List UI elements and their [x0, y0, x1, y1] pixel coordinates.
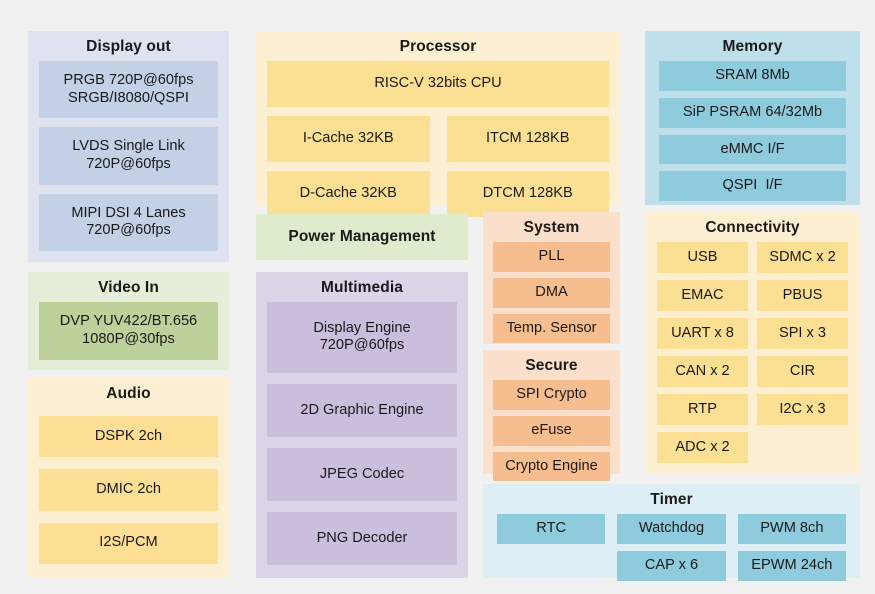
chip-dmic[interactable]: DMIC 2ch [39, 469, 218, 511]
panel-connectivity: Connectivity USB SDMC x 2 EMAC PBUS UART… [645, 212, 860, 474]
panel-title-audio: Audio [106, 385, 151, 402]
chip-i2s-pcm[interactable]: I2S/PCM [39, 522, 218, 564]
chip-watchdog[interactable]: Watchdog [617, 514, 726, 544]
panel-system: System PLL DMA Temp. Sensor [483, 212, 620, 344]
panel-memory: Memory SRAM 8Mb SiP PSRAM 64/32Mb eMMC I… [645, 31, 860, 205]
chip-dtcm[interactable]: DTCM 128KB [446, 171, 609, 218]
panel-title-video-in: Video In [98, 279, 159, 296]
chip-emac[interactable]: EMAC [657, 280, 748, 312]
chip-dcache[interactable]: D-Cache 32KB [267, 171, 430, 218]
panel-secure: Secure SPI Crypto eFuse Crypto Engine [483, 350, 620, 482]
chip-dvp[interactable]: DVP YUV422/BT.656 1080P@30fps [39, 302, 218, 360]
panel-audio: Audio DSPK 2ch DMIC 2ch I2S/PCM [28, 378, 229, 578]
panel-title-connectivity: Connectivity [705, 219, 800, 236]
chip-sram[interactable]: SRAM 8Mb [659, 61, 846, 91]
chip-emmc-if[interactable]: eMMC I/F [659, 134, 846, 165]
chip-dma[interactable]: DMA [493, 277, 610, 308]
panel-processor: Processor RISC-V 32bits CPU I-Cache 32KB… [256, 31, 620, 218]
chip-epwm[interactable]: EPWM 24ch [737, 550, 846, 581]
panel-title-power-management: Power Management [288, 228, 436, 246]
chip-pbus[interactable]: PBUS [757, 280, 848, 312]
panel-title-memory: Memory [722, 38, 783, 55]
panel-power-management: Power Management [256, 214, 468, 260]
chip-cir[interactable]: CIR [757, 356, 848, 387]
processor-cpu-row: RISC-V 32bits CPU [267, 61, 609, 108]
chip-qspi-if[interactable]: QSPI I/F [659, 171, 846, 202]
chip-spi-crypto[interactable]: SPI Crypto [493, 380, 610, 410]
chip-crypto-engine[interactable]: Crypto Engine [493, 451, 610, 482]
chip-can[interactable]: CAN x 2 [657, 356, 748, 387]
chip-dspk[interactable]: DSPK 2ch [39, 416, 218, 458]
chip-display-engine[interactable]: Display Engine 720P@60fps [267, 302, 457, 373]
chip-temp-sensor[interactable]: Temp. Sensor [493, 313, 610, 344]
chip-icache[interactable]: I-Cache 32KB [267, 116, 430, 163]
chip-2d-graphic-engine[interactable]: 2D Graphic Engine [267, 383, 457, 437]
chip-mipi-dsi[interactable]: MIPI DSI 4 Lanes 720P@60fps [39, 193, 218, 251]
panel-multimedia: Multimedia Display Engine 720P@60fps 2D … [256, 272, 468, 578]
chip-spi[interactable]: SPI x 3 [757, 318, 848, 349]
chip-riscv-cpu[interactable]: RISC-V 32bits CPU [267, 61, 609, 108]
chip-sdmc[interactable]: SDMC x 2 [757, 242, 848, 274]
processor-cache-grid: I-Cache 32KB ITCM 128KB D-Cache 32KB DTC… [267, 116, 609, 218]
chip-png-decoder[interactable]: PNG Decoder [267, 511, 457, 566]
panel-display-out: Display out PRGB 720P@60fps SRGB/I8080/Q… [28, 31, 229, 262]
chip-usb[interactable]: USB [657, 242, 748, 274]
chip-cap[interactable]: CAP x 6 [617, 550, 726, 581]
panel-title-system: System [523, 219, 580, 236]
chip-lvds[interactable]: LVDS Single Link 720P@60fps [39, 127, 218, 185]
chip-i2c[interactable]: I2C x 3 [757, 394, 848, 425]
chip-prgb[interactable]: PRGB 720P@60fps SRGB/I8080/QSPI [39, 61, 218, 119]
chip-uart[interactable]: UART x 8 [657, 318, 748, 349]
chip-sip-psram[interactable]: SiP PSRAM 64/32Mb [659, 97, 846, 128]
chip-efuse[interactable]: eFuse [493, 415, 610, 446]
chip-itcm[interactable]: ITCM 128KB [446, 116, 609, 163]
chip-rtp[interactable]: RTP [657, 394, 748, 425]
panel-title-display-out: Display out [86, 38, 171, 55]
panel-title-secure: Secure [525, 357, 578, 374]
panel-title-multimedia: Multimedia [321, 279, 403, 296]
chip-adc[interactable]: ADC x 2 [657, 432, 748, 463]
chip-rtc[interactable]: RTC [497, 514, 606, 544]
panel-video-in: Video In DVP YUV422/BT.656 1080P@30fps [28, 272, 229, 370]
panel-title-timer: Timer [650, 491, 693, 508]
chip-pll[interactable]: PLL [493, 242, 610, 272]
chip-pwm[interactable]: PWM 8ch [737, 514, 846, 544]
panel-timer: Timer RTC Watchdog PWM 8ch CAP x 6 EPWM … [483, 484, 860, 581]
chip-jpeg-codec[interactable]: JPEG Codec [267, 447, 457, 501]
panel-title-processor: Processor [399, 38, 477, 55]
